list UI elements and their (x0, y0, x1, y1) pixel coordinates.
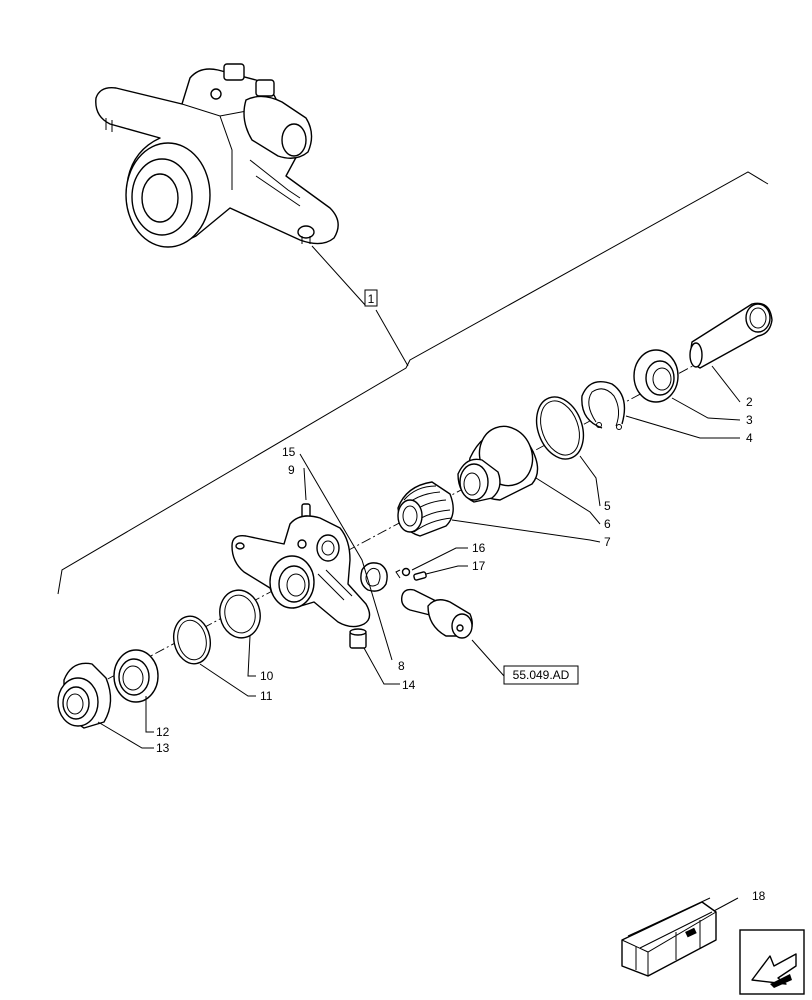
callout-4: 4 (746, 431, 753, 445)
callout-12: 12 (156, 725, 170, 739)
part-12-seal (113, 649, 159, 703)
callout-14: 14 (402, 678, 416, 692)
callout-2: 2 (746, 395, 753, 409)
part-3-seal (633, 349, 679, 403)
callout-7: 7 (604, 535, 611, 549)
part-2-sleeve (689, 302, 773, 369)
callout-3: 3 (746, 413, 753, 427)
callout-13: 13 (156, 741, 170, 755)
part-7-bellows (397, 481, 454, 537)
housing (231, 515, 371, 628)
callout-17: 17 (472, 559, 486, 573)
callout-5: 5 (604, 499, 611, 513)
part-5-o-ring (535, 396, 585, 460)
callout-6: 6 (604, 517, 611, 531)
part-6-piston (457, 425, 539, 503)
callout-1: 1 (364, 289, 378, 307)
callout-1-leader-top (311, 245, 367, 307)
part-17-pin (413, 571, 427, 581)
exploded-view-bracket (57, 171, 769, 595)
svg-text:55.049.AD: 55.049.AD (513, 668, 570, 682)
callout-16: 16 (472, 541, 486, 555)
assembled-bearing-housing (95, 63, 339, 248)
part-8-gasket (360, 562, 388, 592)
reference-link-55-049-ad[interactable]: 55.049.AD (503, 665, 579, 685)
callout-1-leader-bottom (375, 309, 409, 367)
part-10-ring (219, 589, 261, 639)
callout-8: 8 (398, 659, 405, 673)
callout-11: 11 (260, 689, 273, 703)
callout-9: 9 (288, 463, 295, 477)
part-11-o-ring (172, 615, 212, 665)
callout-10: 10 (260, 669, 274, 683)
part-4-circlip (581, 381, 626, 430)
solenoid-valve (400, 588, 473, 639)
callout-15: 15 (282, 445, 296, 459)
wooden-crate-icon (621, 897, 717, 977)
arrow-left-icon[interactable] (739, 929, 805, 995)
callout-18: 18 (752, 889, 766, 903)
part-14-bush (349, 628, 367, 649)
insert-guide (395, 569, 401, 579)
svg-text:1: 1 (368, 292, 375, 306)
part-16-washer (401, 567, 411, 577)
part-13-bearing (57, 662, 112, 729)
